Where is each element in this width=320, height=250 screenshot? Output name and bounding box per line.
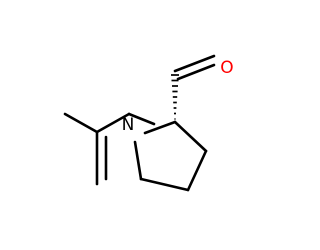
bond-methyl-c	[63, 112, 99, 134]
atom-n-label: N	[122, 115, 135, 135]
bond-c2-n	[143, 120, 177, 135]
bond-c4-c3	[186, 149, 208, 192]
atom-o-label: O	[220, 58, 233, 78]
bond-co-double-inner	[176, 63, 216, 81]
bond-co-double-outer	[173, 54, 216, 73]
molecule-canvas: N O	[63, 54, 234, 192]
bond-n-c5	[133, 140, 143, 181]
hashed-wedge-bond	[171, 74, 179, 120]
bond-c5-c4	[139, 177, 190, 192]
structure-diagram: N O	[63, 54, 234, 192]
bond-c-ch2	[95, 112, 131, 134]
bond-ch2-n	[127, 112, 156, 126]
bond-c3-c2	[173, 120, 208, 153]
